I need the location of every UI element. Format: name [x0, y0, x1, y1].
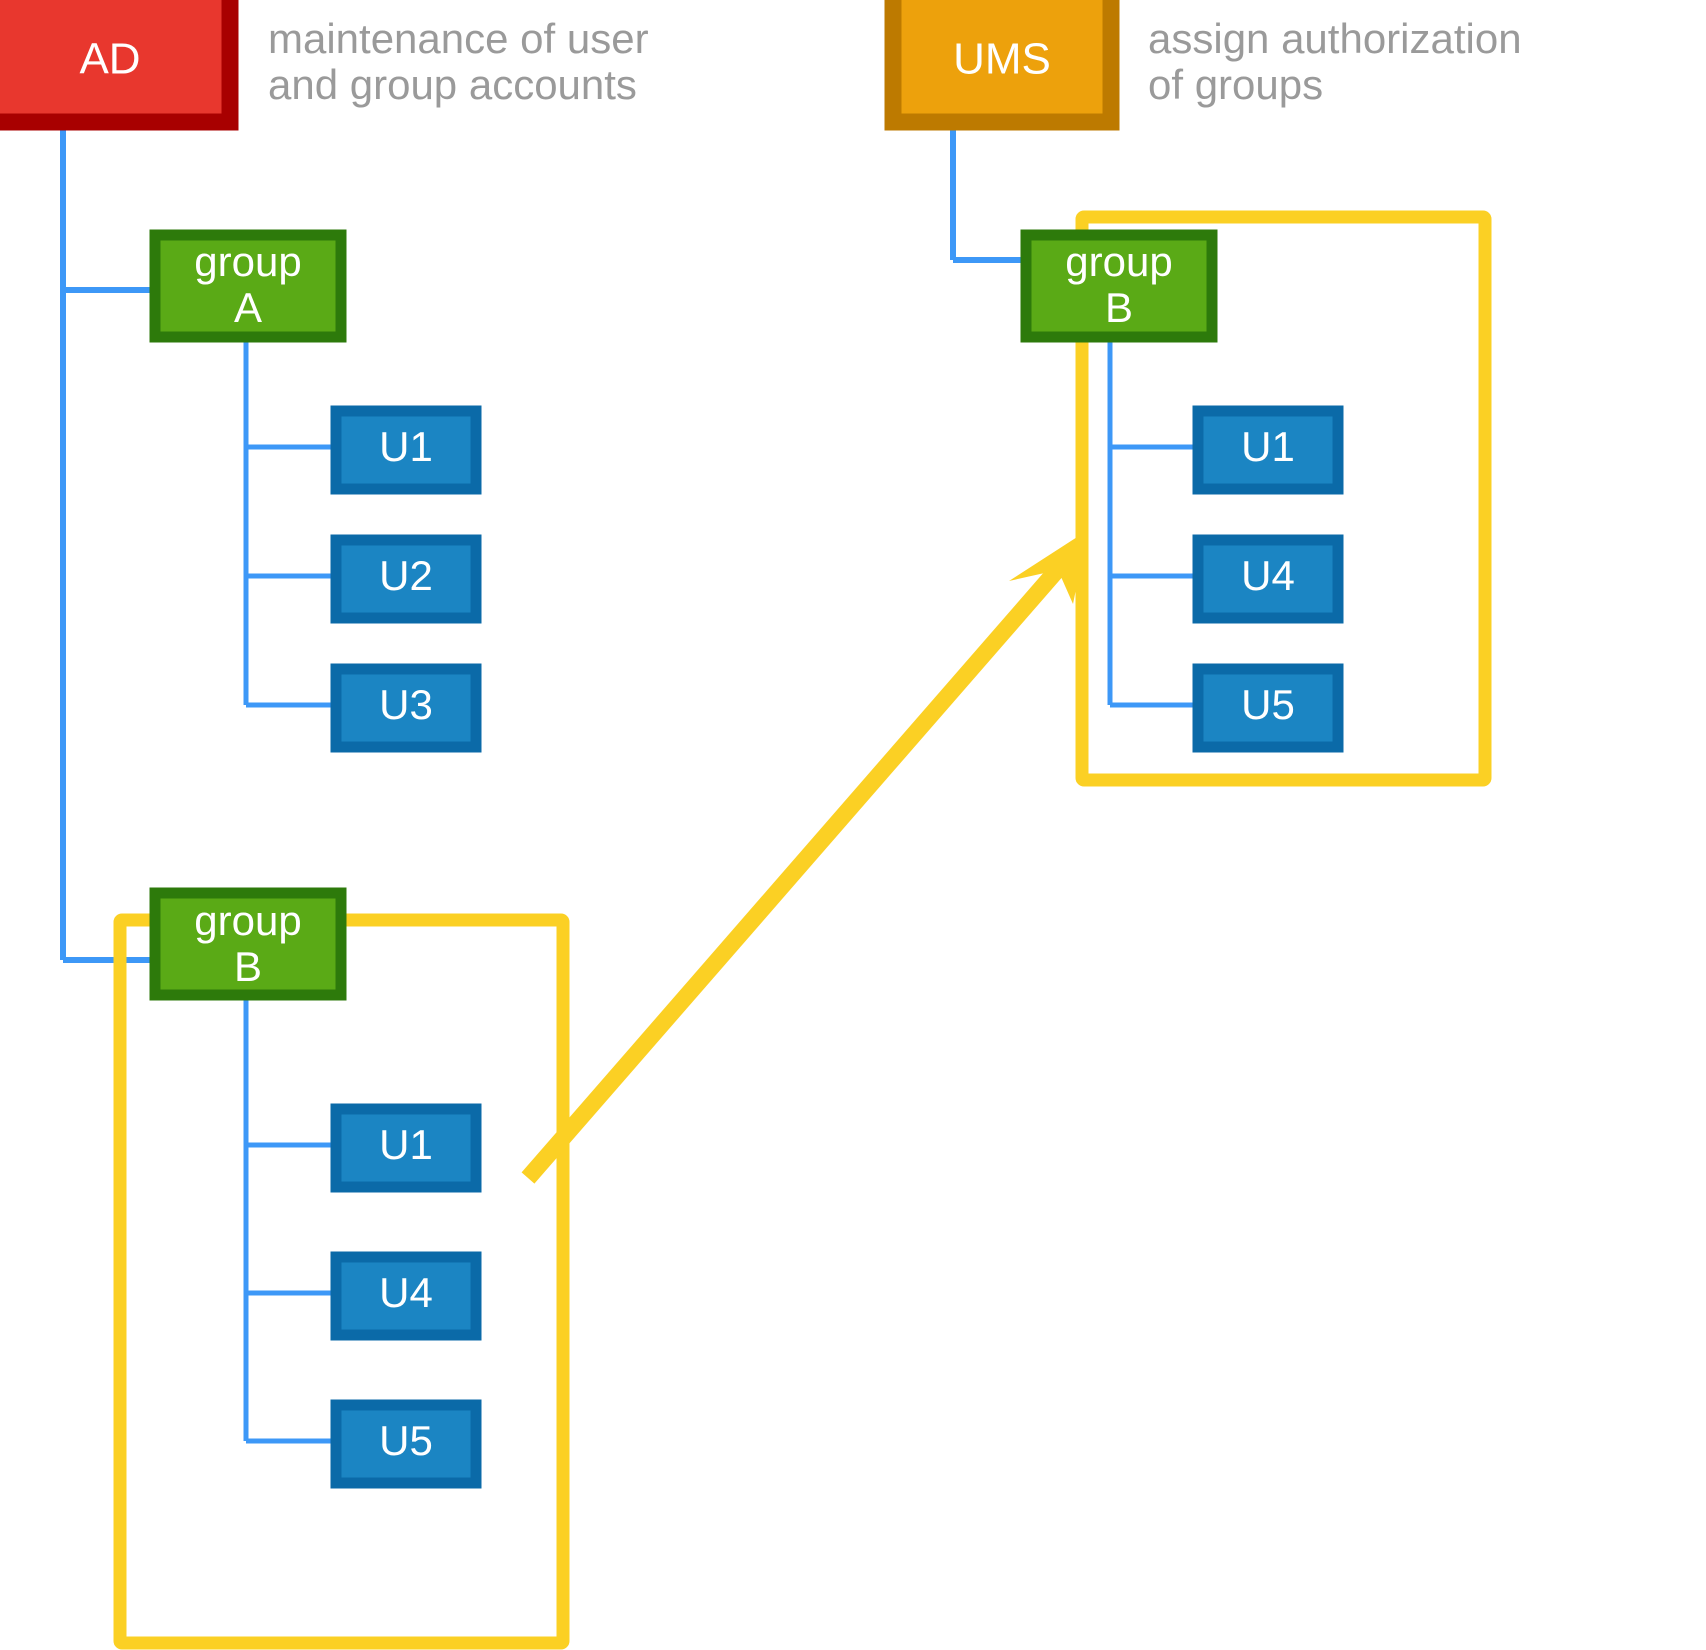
node-group-b-right[interactable]: group B: [1020, 229, 1218, 343]
annotation-ad-note-line1: maintenance of user: [268, 15, 649, 62]
annotation-ums-note-line2: of groups: [1148, 61, 1323, 108]
node-group-b-left-user-u4-box[interactable]: [330, 1251, 482, 1341]
node-group-b-left-label-line2: B: [234, 943, 262, 990]
node-group-b-right-user-u5[interactable]: U5: [1192, 663, 1344, 753]
node-group-a-user-u2[interactable]: U2: [330, 534, 482, 624]
connector-lines-group-b-right: [1107, 337, 1196, 708]
connector-lines-group-a: [243, 337, 366, 708]
node-group-a[interactable]: group A: [149, 229, 347, 343]
node-group-a-user-u2-label: U2: [379, 552, 433, 599]
sync-arrow-head: [1009, 530, 1088, 604]
node-group-a-user-u1-label: U1: [379, 423, 433, 470]
node-group-a-user-u3[interactable]: U3: [330, 663, 482, 753]
node-ad-label: AD: [79, 35, 140, 84]
node-group-b-left-user-u1-label: U1: [379, 1121, 433, 1168]
group-b-highlight-right: [1075, 210, 1492, 787]
node-group-b-left-label-line1: group: [194, 897, 301, 944]
node-group-a-user-u1-box[interactable]: [330, 405, 482, 495]
node-group-b-right-box[interactable]: [1020, 229, 1218, 343]
annotation-ad-note-line2: and group accounts: [268, 61, 637, 108]
node-group-b-right-user-u1[interactable]: U1: [1192, 405, 1344, 495]
node-group-b-right-label-line2: B: [1105, 284, 1133, 331]
node-group-a-user-u3-label: U3: [379, 681, 433, 728]
sync-arrow-shaft: [521, 555, 1072, 1184]
node-ums-label: UMS: [953, 35, 1051, 84]
node-group-b-left-user-u1-box[interactable]: [330, 1103, 482, 1193]
node-group-b-left-user-u5-label: U5: [379, 1417, 433, 1464]
annotation-ad-note: maintenance of user and group accounts: [268, 15, 649, 108]
node-group-b-left-user-u4[interactable]: U4: [330, 1251, 482, 1341]
node-group-b-right-user-u4[interactable]: U4: [1192, 534, 1344, 624]
annotation-ums-note-line1: assign authorization: [1148, 15, 1522, 62]
node-ums[interactable]: UMS: [884, 0, 1120, 131]
node-group-b-left-user-u1[interactable]: U1: [330, 1103, 482, 1193]
node-group-b-left-box[interactable]: [149, 887, 347, 1001]
node-group-b-right-user-u4-label: U4: [1241, 552, 1295, 599]
connector-lines-group-b-left: [243, 995, 366, 1444]
node-group-b-left[interactable]: group B: [149, 887, 347, 1001]
annotation-ums-note: assign authorization of groups: [1148, 15, 1522, 108]
node-group-b-right-user-u1-label: U1: [1241, 423, 1295, 470]
node-group-a-user-u3-box[interactable]: [330, 663, 482, 753]
node-ad[interactable]: AD: [0, 0, 239, 131]
node-group-b-right-user-u1-box[interactable]: [1192, 405, 1344, 495]
node-ums-box[interactable]: [884, 0, 1120, 131]
node-ad-box[interactable]: [0, 0, 239, 131]
node-group-b-right-user-u5-box[interactable]: [1192, 663, 1344, 753]
node-group-b-left-user-u5-box[interactable]: [330, 1399, 482, 1489]
node-group-b-right-user-u5-label: U5: [1241, 681, 1295, 728]
node-group-b-right-label-line1: group: [1065, 238, 1172, 285]
node-group-a-user-u2-box[interactable]: [330, 534, 482, 624]
node-group-b-right-user-u4-box[interactable]: [1192, 534, 1344, 624]
group-b-sync-arrow: [521, 530, 1088, 1184]
node-group-a-label-line2: A: [234, 284, 262, 331]
node-group-a-user-u1[interactable]: U1: [330, 405, 482, 495]
node-group-a-box[interactable]: [149, 229, 347, 343]
node-group-b-left-user-u4-label: U4: [379, 1269, 433, 1316]
node-group-a-label-line1: group: [194, 238, 301, 285]
node-group-b-left-user-u5[interactable]: U5: [330, 1399, 482, 1489]
